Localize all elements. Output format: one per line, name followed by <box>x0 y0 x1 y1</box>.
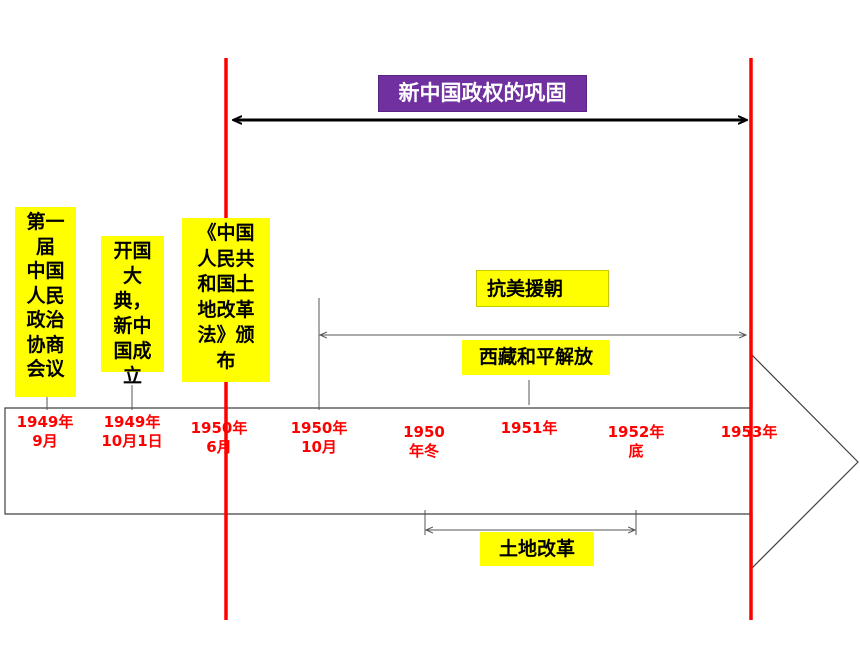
event-cppcc: 第一 届 中国 人民 政治 协商 会议 <box>15 207 76 397</box>
date-label: 1953年 <box>720 423 778 441</box>
date-label: 1951年 <box>500 419 558 437</box>
event-korea: 抗美援朝 <box>476 270 609 307</box>
date-label: 1949年 10月1日 <box>101 413 163 450</box>
title-box: 新中国政权的巩固 <box>378 75 587 112</box>
event-land-law: 《中国 人民共 和国土 地改革 法》颁 布 <box>182 218 270 382</box>
event-founding: 开国 大典， 新中 国成 立 <box>101 236 164 387</box>
date-label: 1949年 9月 <box>16 413 74 450</box>
date-label: 1950年 6月 <box>190 419 248 456</box>
event-land-reform: 土地改革 <box>480 532 594 566</box>
event-tibet: 西藏和平解放 <box>462 340 610 375</box>
date-label: 1950年 10月 <box>290 419 348 456</box>
date-label: 1952年 底 <box>607 423 665 460</box>
date-label: 1950 年冬 <box>403 423 445 460</box>
